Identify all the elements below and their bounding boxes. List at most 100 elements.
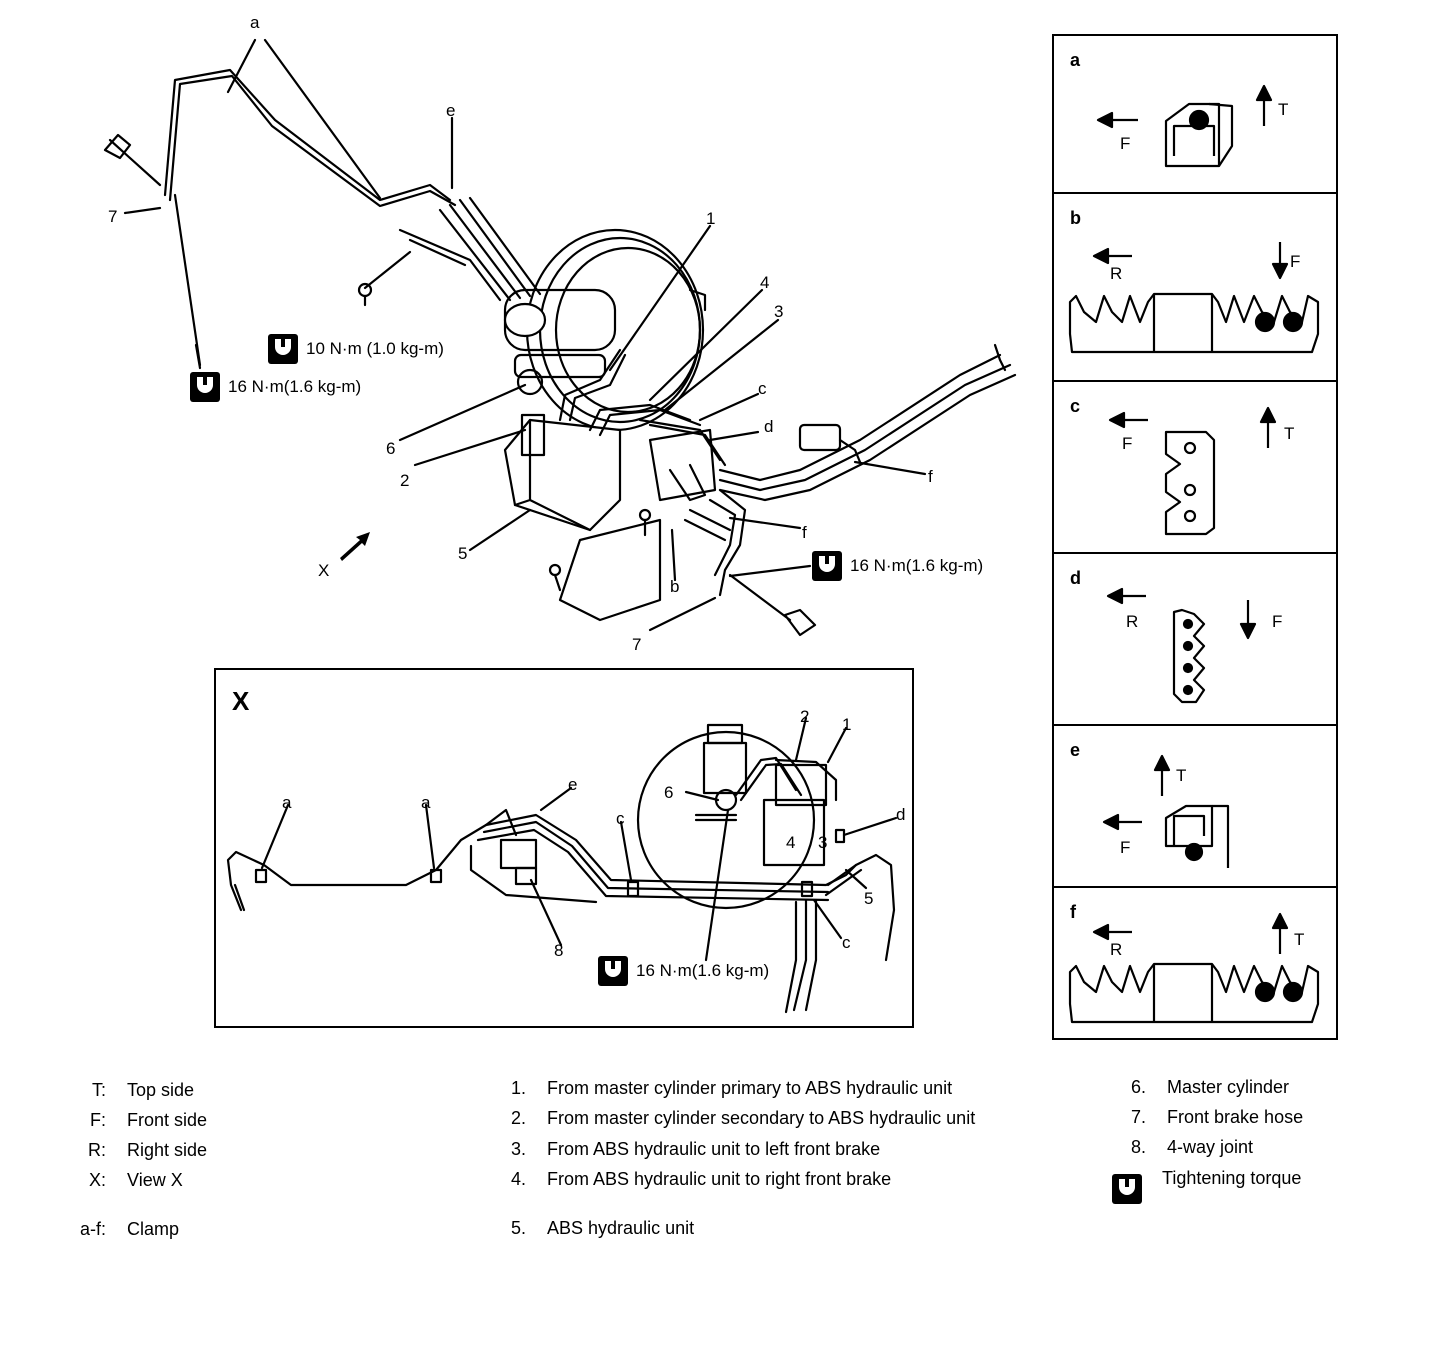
legend-value: Tightening torque xyxy=(1162,1168,1302,1188)
legend-value: Top side xyxy=(127,1080,195,1100)
view-x-drawing xyxy=(226,716,898,1014)
torque-value: 16 N·m(1.6 kg-m) xyxy=(850,556,984,575)
callout-a-main: a xyxy=(250,13,260,32)
view-x-callout-a-right: a xyxy=(421,793,431,812)
callout-3-main: 3 xyxy=(774,302,784,321)
view-x-callout-3: 3 xyxy=(818,833,828,852)
view-x-callout-c-lower: c xyxy=(842,933,851,952)
legend-value: Master cylinder xyxy=(1167,1077,1290,1097)
torque-wrench-icon xyxy=(1112,1174,1142,1204)
legend-key: 2. xyxy=(510,1108,526,1128)
legend-item: T: Top side xyxy=(60,1080,194,1101)
clamp-c-drawing xyxy=(1108,406,1277,536)
callout-2-main: 2 xyxy=(400,471,410,490)
view-x-callout-2: 2 xyxy=(800,707,810,726)
legend-value: Right side xyxy=(127,1140,208,1160)
view-x-callout-4: 4 xyxy=(786,833,796,852)
view-x-arrow xyxy=(340,532,370,561)
clamp-a-drawing xyxy=(1096,84,1273,168)
torque-wrench-icon xyxy=(812,551,842,581)
view-x-callout-a-left: a xyxy=(282,793,292,812)
callout-x-main: X xyxy=(318,561,330,580)
torque-value: 16 N·m(1.6 kg-m) xyxy=(636,961,770,980)
callout-7-upper: 7 xyxy=(108,207,118,226)
legend-key: 4. xyxy=(510,1169,526,1189)
legend-key: a-f: xyxy=(79,1219,106,1239)
clamp-c-dir-t: T xyxy=(1284,424,1295,443)
legend-key: T: xyxy=(91,1080,106,1100)
clamp-detail-f: f R T xyxy=(1054,888,1336,1040)
torque-spec-16nm-left: 16 N·m(1.6 kg-m) xyxy=(190,372,361,402)
callout-4-main: 4 xyxy=(760,273,770,292)
clamp-f-drawing xyxy=(1068,912,1320,1024)
legend-key: 7. xyxy=(1130,1107,1146,1127)
clamp-detail-b: b R F xyxy=(1054,194,1336,382)
view-x-callout-d: d xyxy=(896,805,906,824)
clamp-d-drawing xyxy=(1106,587,1257,704)
legend-item: R: Right side xyxy=(60,1140,207,1161)
callout-5-main: 5 xyxy=(458,544,468,563)
clamp-c-dir-f: F xyxy=(1122,434,1133,453)
view-x-torque-spec: 16 N·m(1.6 kg-m) xyxy=(598,956,769,986)
legend-value: 4-way joint xyxy=(1167,1137,1254,1157)
view-x-callout-8: 8 xyxy=(554,941,564,960)
view-x-title: X xyxy=(232,686,250,716)
clamp-e-drawing xyxy=(1102,754,1230,868)
torque-value: 10 N·m (1.0 kg-m) xyxy=(306,339,444,358)
legend-item: 3. From ABS hydraulic unit to left front… xyxy=(500,1139,880,1160)
main-diagram-drawing xyxy=(103,38,1017,637)
legend-key: 8. xyxy=(1130,1137,1146,1157)
torque-wrench-icon xyxy=(190,372,220,402)
legend-item: a-f: Clamp xyxy=(60,1219,179,1240)
legend-value: From master cylinder primary to ABS hydr… xyxy=(547,1078,953,1098)
legend-item: 8. 4-way joint xyxy=(1120,1137,1253,1158)
legend-value: Front brake hose xyxy=(1167,1107,1304,1127)
clamp-detail-column: a F T b R F xyxy=(1052,34,1338,1040)
callout-c-main: c xyxy=(758,379,767,398)
clamp-f-dir-r: R xyxy=(1110,940,1123,959)
legend-key: R: xyxy=(88,1140,106,1160)
callout-d-main: d xyxy=(764,417,774,436)
legend-value: View X xyxy=(127,1170,183,1190)
clamp-e-dir-f: F xyxy=(1120,838,1131,857)
clamp-b-drawing xyxy=(1068,242,1320,354)
clamp-f-dir-t: T xyxy=(1294,930,1305,949)
view-x-callout-1: 1 xyxy=(842,715,852,734)
clamp-d-dir-f: F xyxy=(1272,612,1283,631)
torque-value: 16 N·m(1.6 kg-m) xyxy=(228,377,362,396)
callout-f-upper: f xyxy=(928,467,933,486)
legend-key: 3. xyxy=(510,1139,526,1159)
legend-item: F: Front side xyxy=(60,1110,207,1131)
clamp-detail-letter: b xyxy=(1070,208,1081,228)
clamp-a-dir-f: F xyxy=(1120,134,1131,153)
legend-item: X: View X xyxy=(60,1170,183,1191)
clamp-detail-letter: e xyxy=(1070,740,1081,760)
torque-wrench-icon xyxy=(268,334,298,364)
legend-key: F: xyxy=(90,1110,106,1130)
legend-value: From master cylinder secondary to ABS hy… xyxy=(547,1108,976,1128)
callout-e-main: e xyxy=(446,101,456,120)
legend-item: 6. Master cylinder xyxy=(1120,1077,1289,1098)
legend-value: Front side xyxy=(127,1110,208,1130)
legend-key: X: xyxy=(88,1170,106,1190)
torque-spec-10nm: 10 N·m (1.0 kg-m) xyxy=(268,334,444,364)
legend-value: From ABS hydraulic unit to right front b… xyxy=(547,1169,892,1189)
callout-7-lower: 7 xyxy=(632,635,642,654)
callout-f-lower: f xyxy=(802,523,807,542)
clamp-e-dir-t: T xyxy=(1176,766,1187,785)
clamp-detail-letter: c xyxy=(1070,396,1081,416)
legend-item: 5. ABS hydraulic unit xyxy=(500,1218,694,1239)
callout-1-main: 1 xyxy=(706,209,716,228)
legend-key: 5. xyxy=(510,1218,526,1238)
clamp-detail-letter: a xyxy=(1070,50,1081,70)
callout-b-main: b xyxy=(670,577,680,596)
callout-6-main: 6 xyxy=(386,439,396,458)
legend-item: 1. From master cylinder primary to ABS h… xyxy=(500,1078,952,1099)
clamp-b-dir-f: F xyxy=(1290,252,1301,271)
legend-item: 4. From ABS hydraulic unit to right fron… xyxy=(500,1169,891,1190)
legend-item-torque: Tightening torque xyxy=(1112,1168,1301,1204)
clamp-detail-letter: d xyxy=(1070,568,1081,588)
legend-key: 6. xyxy=(1130,1077,1146,1097)
view-x-callout-6: 6 xyxy=(664,783,674,802)
clamp-a-dir-t: T xyxy=(1278,100,1289,119)
